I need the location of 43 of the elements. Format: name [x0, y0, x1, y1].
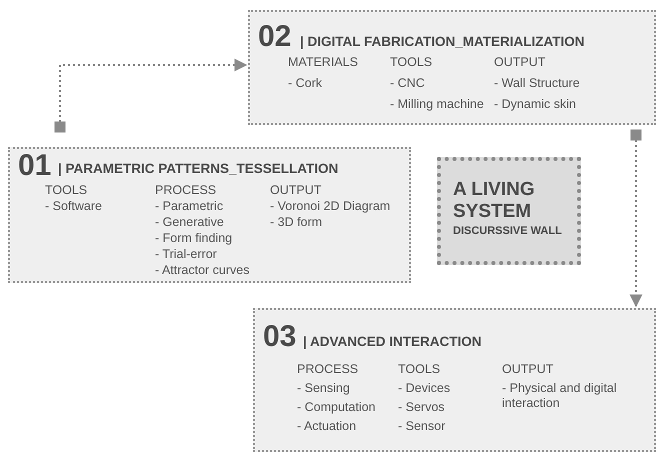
- section-title: | PARAMETRIC PATTERNS_TESSELLATION: [58, 161, 338, 177]
- list-item: - Physical and digital interaction: [502, 381, 618, 411]
- step-number: 01: [18, 151, 52, 181]
- column-heading: TOOLS: [45, 183, 88, 198]
- column-heading: OUTPUT: [270, 183, 322, 198]
- section-title: | ADVANCED INTERACTION: [303, 334, 482, 350]
- list-item: - Form finding: [155, 231, 232, 246]
- list-item: - 3D form: [270, 215, 322, 230]
- list-item: - CNC: [390, 76, 425, 91]
- list-item: - Generative: [155, 215, 224, 230]
- column-heading: OUTPUT: [502, 362, 554, 377]
- column-heading: PROCESS: [155, 183, 216, 198]
- highlight-box: [437, 157, 581, 265]
- list-item: - Devices: [398, 381, 450, 396]
- list-item: - Attractor curves: [155, 263, 250, 278]
- highlight-subtitle: DISCURSSIVE WALL: [453, 225, 562, 237]
- column-heading: PROCESS: [297, 362, 358, 377]
- column-heading: MATERIALS: [288, 55, 358, 70]
- step-number: 03: [263, 322, 296, 352]
- list-item: - Sensing: [297, 381, 350, 396]
- highlight-title: A LIVING SYSTEM: [453, 179, 536, 223]
- section-title: | DIGITAL FABRICATION_MATERIALIZATION: [300, 34, 585, 50]
- connector-arrow: [54, 58, 248, 132]
- column-heading: TOOLS: [390, 55, 432, 70]
- list-item: - Wall Structure: [494, 76, 580, 91]
- process-box: [253, 308, 656, 452]
- list-item: - Computation: [297, 400, 376, 415]
- step-number: 02: [258, 22, 292, 52]
- list-item: - Parametric: [155, 199, 224, 214]
- list-item: - Actuation: [297, 419, 356, 434]
- list-item: - Servos: [398, 400, 445, 415]
- list-item: - Trial-error: [155, 247, 217, 262]
- column-heading: TOOLS: [398, 362, 440, 377]
- list-item: - Milling machine: [390, 97, 484, 112]
- process-box: [248, 10, 656, 125]
- list-item: - Sensor: [398, 419, 446, 434]
- process-box: [8, 147, 411, 283]
- list-item: - Dynamic skin: [494, 97, 576, 112]
- column-heading: OUTPUT: [494, 55, 546, 70]
- list-item: - Voronoi 2D Diagram: [270, 199, 390, 214]
- list-item: - Software: [45, 199, 102, 214]
- connector-arrow: [630, 130, 642, 308]
- list-item: - Cork: [288, 76, 322, 91]
